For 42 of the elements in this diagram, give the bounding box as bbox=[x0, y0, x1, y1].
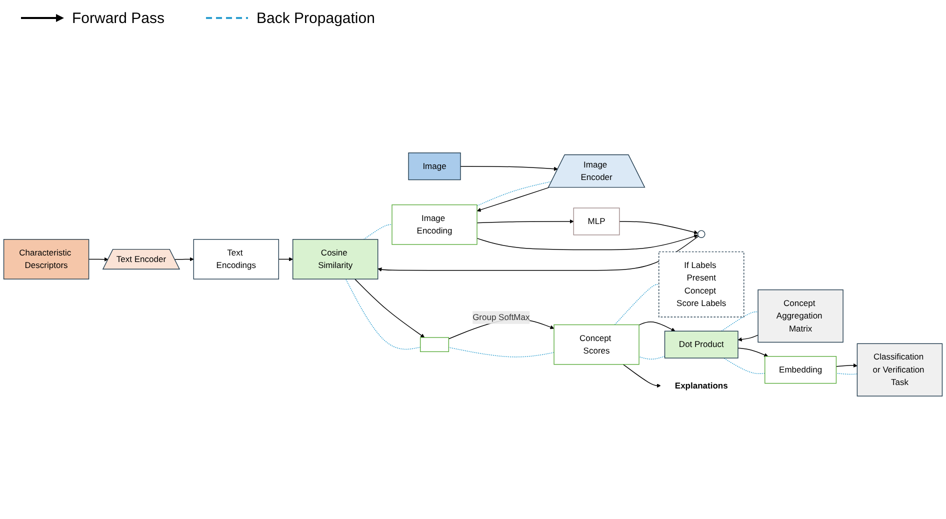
arrow bbox=[476, 219, 574, 224]
node-box: Cosine Similarity bbox=[292, 239, 378, 280]
connector bbox=[638, 356, 666, 360]
arrow bbox=[278, 257, 294, 262]
arrow bbox=[476, 234, 698, 250]
edge-label: Group SoftMax bbox=[472, 312, 530, 322]
connector bbox=[723, 358, 766, 374]
connector bbox=[363, 224, 392, 240]
node-box: Embedding bbox=[764, 356, 837, 384]
arrow bbox=[460, 166, 558, 171]
arrow bbox=[638, 321, 676, 332]
arrow bbox=[378, 236, 699, 272]
node-box: If Labels Present Concept Score Labels bbox=[658, 251, 744, 318]
node-box: Image bbox=[408, 152, 461, 180]
node-box: Classification or Verification Task bbox=[856, 343, 943, 396]
legend-label: Back Propagation bbox=[256, 10, 375, 26]
arrow bbox=[174, 257, 194, 262]
connector bbox=[721, 311, 758, 332]
arrow bbox=[738, 348, 768, 357]
connector bbox=[345, 278, 421, 350]
connector bbox=[448, 347, 554, 358]
arrow bbox=[88, 257, 108, 262]
connector bbox=[476, 181, 552, 206]
node-box: Text Encodings bbox=[193, 239, 280, 280]
arrow bbox=[619, 221, 698, 234]
legend-label: Forward Pass bbox=[72, 10, 165, 26]
node-bar bbox=[420, 337, 450, 352]
node-box: MLP bbox=[573, 208, 620, 236]
arrow bbox=[738, 334, 758, 342]
node-box: Concept Scores bbox=[554, 324, 640, 365]
connector bbox=[836, 372, 858, 375]
arrow bbox=[836, 363, 858, 368]
node-circle bbox=[697, 230, 706, 238]
node-text: Explanations bbox=[674, 380, 728, 390]
arrow bbox=[476, 187, 550, 212]
arrow bbox=[622, 364, 661, 388]
node-box: Characteristic Descriptors bbox=[3, 239, 90, 280]
arrow bbox=[354, 278, 425, 338]
connector bbox=[614, 284, 660, 326]
node-box: Concept Aggregation Matrix bbox=[758, 289, 844, 343]
node-box: Image Encoding bbox=[392, 204, 478, 245]
node-box: Dot Product bbox=[664, 330, 738, 358]
